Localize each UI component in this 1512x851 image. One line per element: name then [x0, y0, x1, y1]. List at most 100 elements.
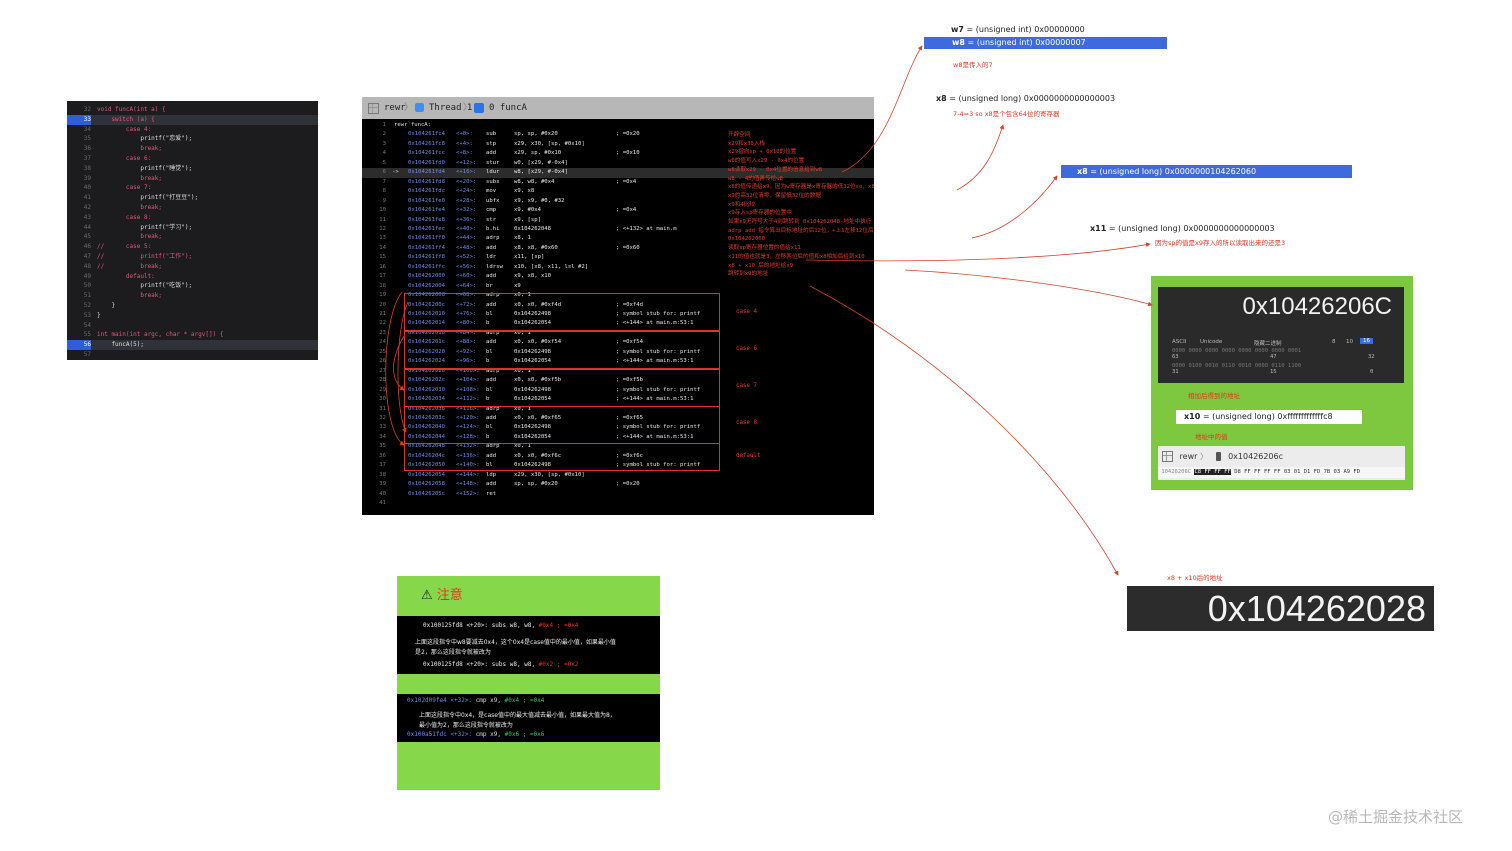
- source-line[interactable]: 33 switch (a) {: [67, 114, 318, 125]
- comment: ; =0x10: [616, 150, 640, 157]
- register-x8-target-selected[interactable]: x8 = (unsigned long) 0x0000000104262060: [1061, 165, 1352, 178]
- source-line[interactable]: 53}: [67, 311, 318, 321]
- source-line[interactable]: 57: [67, 350, 318, 360]
- operands: 0x104262498: [514, 462, 552, 469]
- grid-icon[interactable]: [1162, 451, 1173, 462]
- register-w8-selected[interactable]: w8 = (unsigned int) 0x00000007: [924, 37, 1167, 49]
- base-16-button[interactable]: 16: [1360, 338, 1373, 344]
- line-number: 29: [379, 386, 386, 393]
- source-line[interactable]: 42 break;: [67, 203, 318, 213]
- source-line[interactable]: 56 funcA(5);: [67, 340, 318, 351]
- instruction-address: 0x104262058: [408, 481, 446, 488]
- ascii-mode-button[interactable]: ASCII: [1172, 339, 1187, 345]
- operands: x0, 1: [514, 367, 531, 374]
- line-code: }: [97, 311, 101, 319]
- line-code: }: [97, 302, 116, 309]
- operands: x29, x30, [sp, #0x10]: [514, 140, 585, 147]
- disassembly-line[interactable]: 41: [362, 499, 874, 508]
- line-number: 2: [382, 131, 386, 138]
- source-line[interactable]: 41 printf("打豆豆");: [67, 193, 318, 203]
- grid-icon[interactable]: [368, 103, 379, 114]
- opcode: add: [486, 339, 497, 346]
- breadcrumb-thread[interactable]: Thread 1: [429, 103, 473, 113]
- memory-browser[interactable]: rewr 〉 0x10426206c 10426206C C8 FF FF FF…: [1158, 446, 1405, 480]
- source-line[interactable]: 35 printf("恋爱");: [67, 134, 318, 144]
- hide-binary-button[interactable]: 隐藏二进制: [1254, 341, 1282, 347]
- source-line[interactable]: 52 }: [67, 301, 318, 311]
- source-line[interactable]: 37 case 6:: [67, 154, 318, 164]
- source-line[interactable]: 45 break;: [67, 232, 318, 242]
- memory-address[interactable]: 0x10426206c: [1228, 452, 1284, 461]
- line-number: 37: [379, 462, 386, 469]
- unicode-mode-button[interactable]: Unicode: [1200, 339, 1223, 345]
- breadcrumb-app[interactable]: rewr: [384, 103, 406, 113]
- bit-index-15: 15: [1270, 369, 1277, 375]
- breadcrumb-frame[interactable]: 0 funcA: [489, 103, 527, 113]
- memory-browser-header: rewr 〉 0x10426206c: [1162, 449, 1283, 465]
- source-line[interactable]: 38 printf("睡觉");: [67, 164, 318, 174]
- source-line[interactable]: 39 break;: [67, 174, 318, 184]
- memory-app-name[interactable]: rewr: [1179, 452, 1198, 461]
- source-line[interactable]: 34 case 4:: [67, 125, 318, 135]
- source-line[interactable]: 40 case 7:: [67, 183, 318, 193]
- source-line[interactable]: 50 printf("吃饭");: [67, 281, 318, 291]
- source-line[interactable]: 51 break;: [67, 291, 318, 301]
- source-line[interactable]: 54: [67, 321, 318, 331]
- line-number: 48: [83, 262, 91, 270]
- source-line[interactable]: 48// break;: [67, 262, 318, 272]
- memory-selected-bytes[interactable]: C8 FF FF FF: [1194, 469, 1231, 475]
- source-line[interactable]: 36 break;: [67, 144, 318, 154]
- source-line[interactable]: 47// printf("工作");: [67, 252, 318, 262]
- source-line[interactable]: 44 printf("学习");: [67, 223, 318, 233]
- base-8-button[interactable]: 8: [1332, 339, 1336, 345]
- opcode: bl: [486, 311, 493, 317]
- source-line[interactable]: 43 case 8:: [67, 213, 318, 223]
- base-10-button[interactable]: 10: [1346, 339, 1353, 345]
- source-line[interactable]: 46// case 5:: [67, 242, 318, 252]
- source-line[interactable]: 49 default:: [67, 272, 318, 282]
